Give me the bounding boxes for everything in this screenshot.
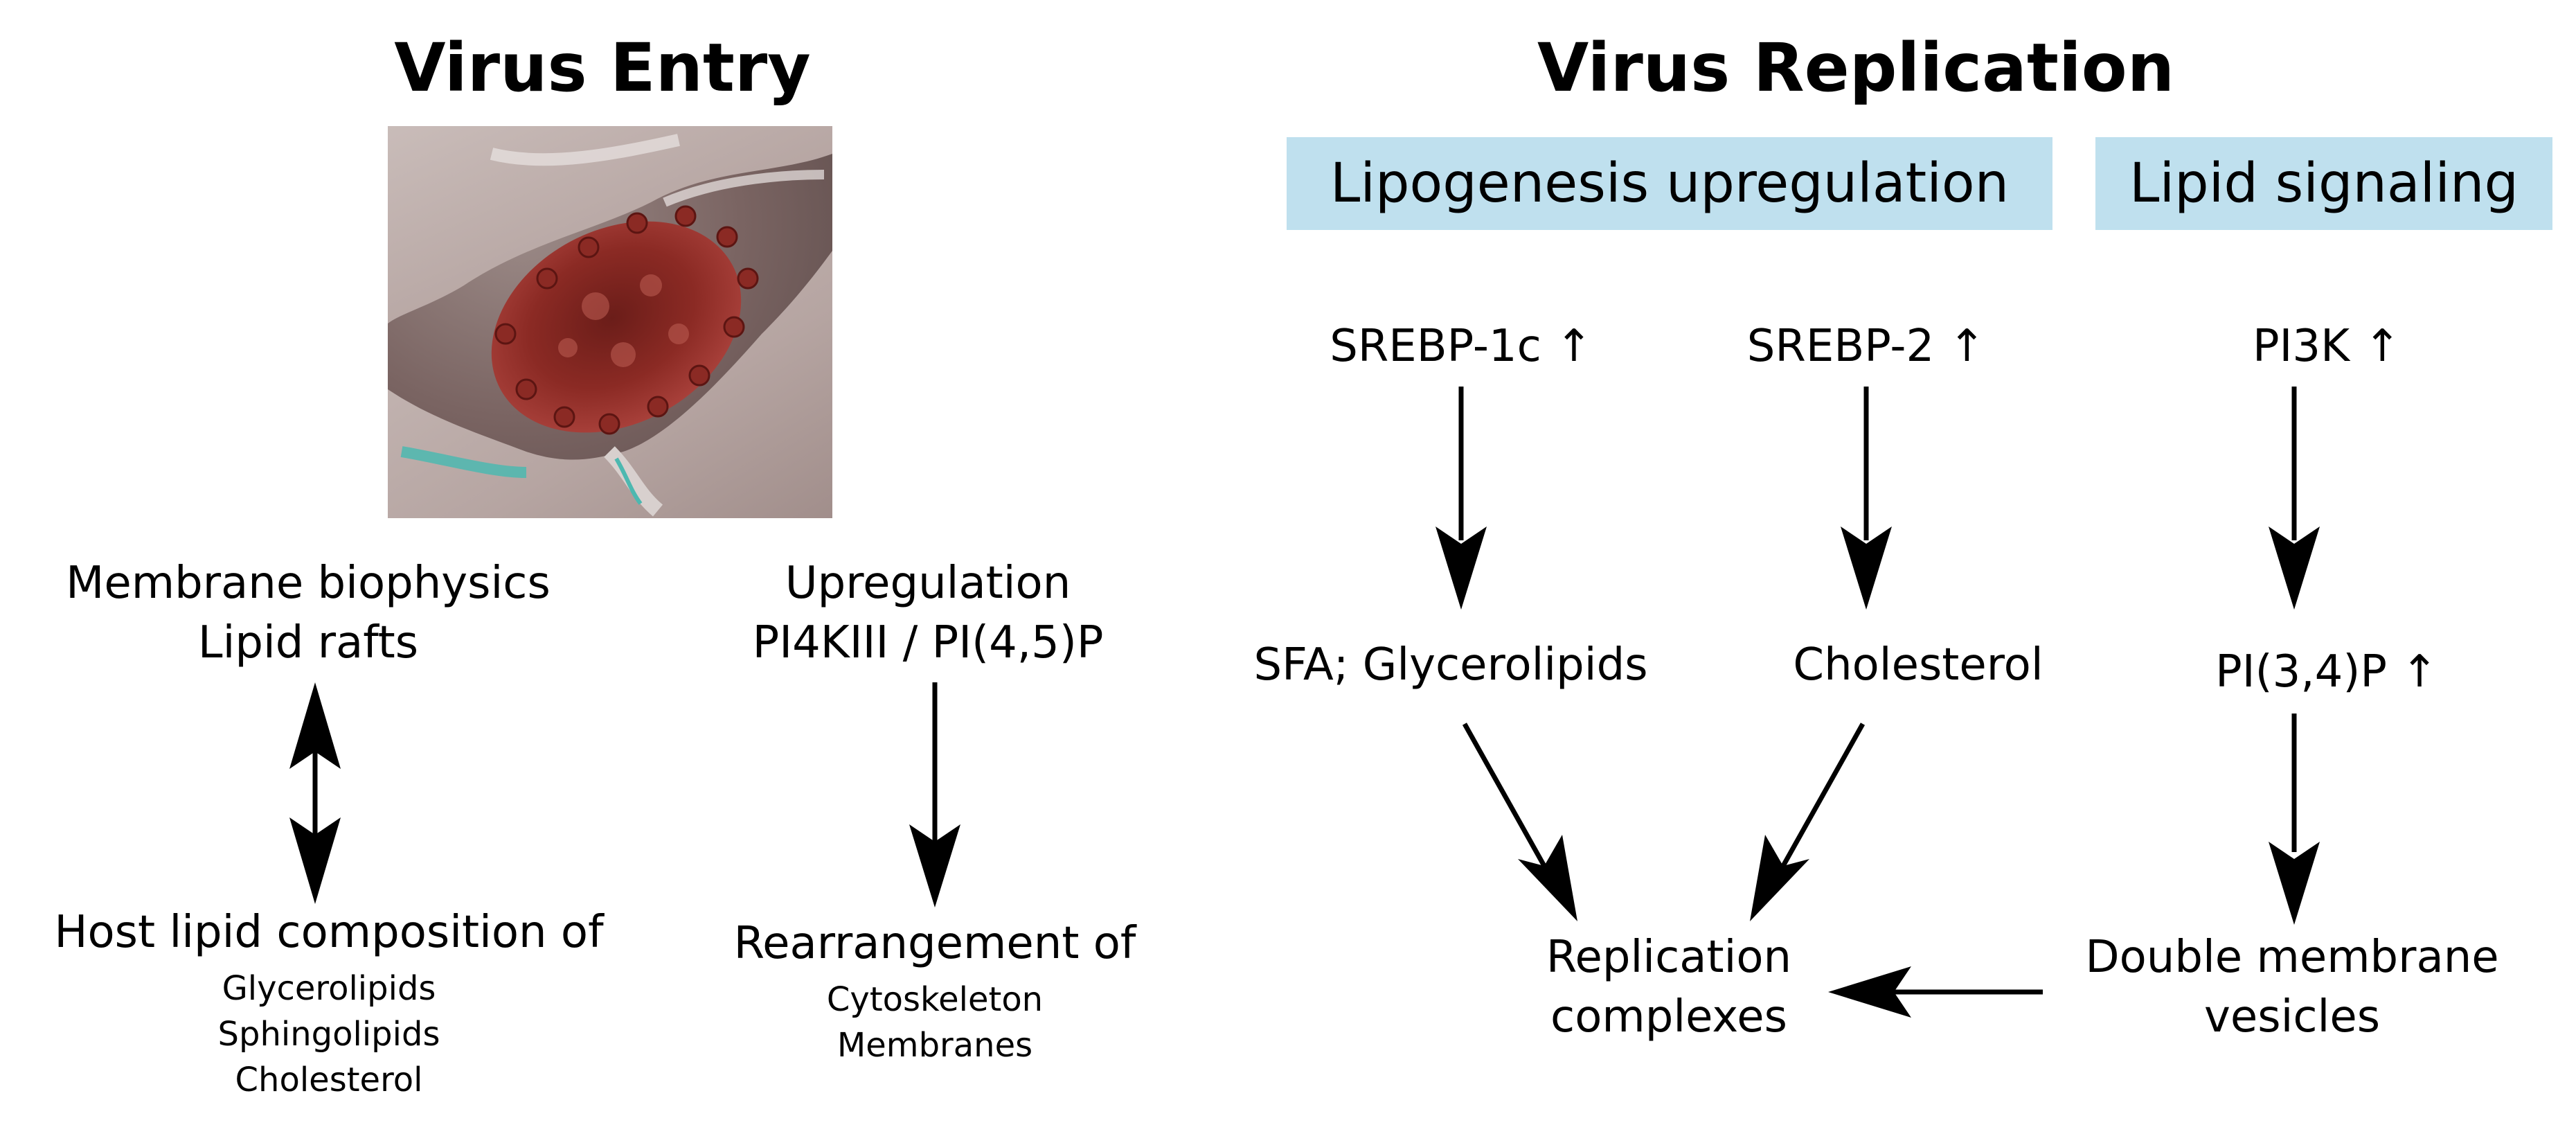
virus-micrograph-image	[388, 126, 832, 518]
complexes-line: complexes	[1550, 991, 1787, 1043]
replication-line: Replication	[1546, 932, 1792, 983]
pi4kiii-line: PI4KIII / PI(4,5)P	[752, 617, 1104, 668]
lipid-signaling-box: Lipid signaling	[2095, 137, 2552, 230]
arrow-upregulation-rearrangement	[909, 682, 960, 907]
upregulation-pi4kiii-label: Upregulation PI4KIII / PI(4,5)P	[686, 554, 1170, 673]
cytoskeleton-item: Cytoskeleton	[826, 980, 1044, 1019]
double-arrow-membrane-host	[289, 682, 341, 904]
host-lipid-composition-items: Glycerolipids Sphingolipids Cholesterol	[111, 966, 547, 1104]
virus-replication-title: Virus Replication	[1537, 29, 2175, 107]
sphingolipids-item: Sphingolipids	[217, 1015, 440, 1054]
arrow-pi3k-pi34p	[2269, 387, 2320, 610]
membrane-biophysics-label: Membrane biophysics Lipid rafts	[14, 554, 602, 673]
double-membrane-vesicles-label: Double membrane vesicles	[2036, 928, 2548, 1047]
replication-complexes-label: Replication complexes	[1475, 928, 1863, 1047]
srebp-2-label: SREBP-2 ↑	[1746, 321, 1986, 372]
double-membrane-line: Double membrane	[2085, 932, 2499, 983]
cholesterol-label: Cholesterol	[1793, 639, 2043, 691]
vesicles-line: vesicles	[2203, 991, 2381, 1043]
srebp-1c-label: SREBP-1c ↑	[1330, 321, 1593, 372]
host-lipid-composition-head: Host lipid composition of	[54, 907, 604, 958]
lipid-rafts-line: Lipid rafts	[197, 617, 419, 668]
glycerolipids-item: Glycerolipids	[222, 969, 436, 1008]
arrow-double-membrane-replication	[1828, 966, 2043, 1018]
membranes-item: Membranes	[837, 1026, 1033, 1065]
arrow-sfa-replication	[1462, 723, 1577, 921]
lipogenesis-upregulation-box: Lipogenesis upregulation	[1287, 137, 2052, 230]
upregulation-line: Upregulation	[785, 558, 1071, 609]
cholesterol-item: Cholesterol	[235, 1061, 423, 1100]
membrane-biophysics-line: Membrane biophysics	[66, 558, 551, 609]
rearrangement-items: Cytoskeleton Membranes	[755, 977, 1115, 1068]
sfa-glycerolipids-label: SFA; Glycerolipids	[1253, 639, 1648, 691]
arrow-pi34p-double-membrane	[2269, 714, 2320, 925]
pi34p-label: PI(3,4)P ↑	[2215, 646, 2438, 698]
arrow-srebp1c-sfa	[1435, 387, 1487, 610]
pi3k-label: PI3K ↑	[2252, 321, 2401, 372]
arrow-cholesterol-replication	[1750, 723, 1866, 921]
virus-entry-title: Virus Entry	[394, 29, 811, 107]
rearrangement-head: Rearrangement of	[733, 918, 1136, 969]
arrow-srebp2-cholesterol	[1841, 387, 1892, 610]
